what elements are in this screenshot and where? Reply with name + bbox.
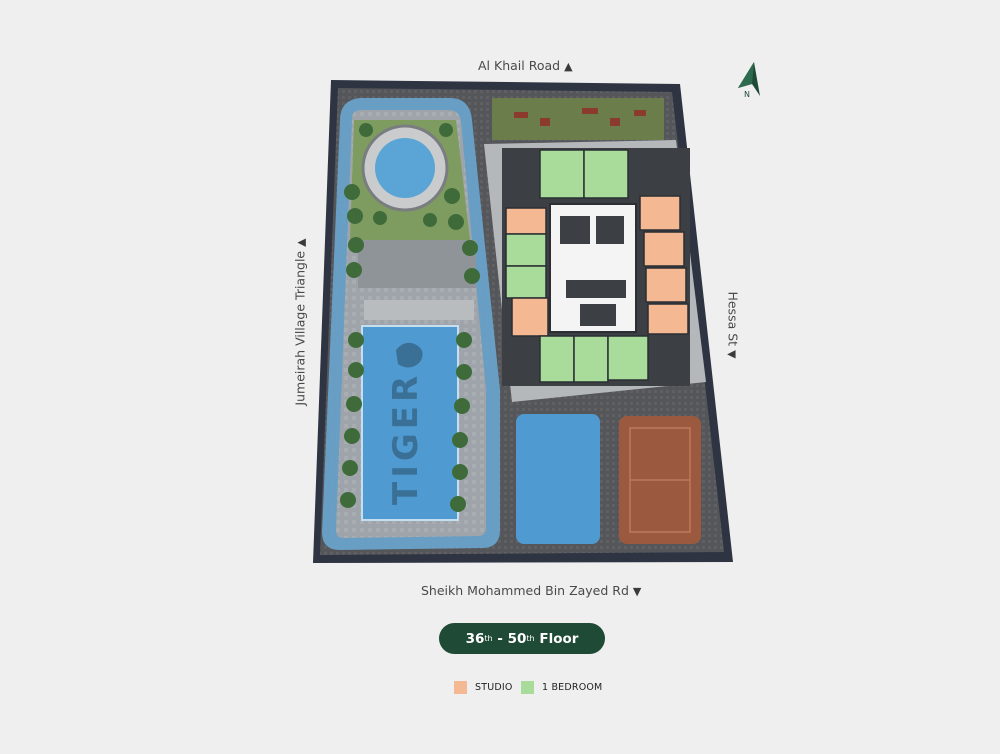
legend-swatch-studio: [454, 681, 467, 694]
road-name-south: Sheikh Mohammed Bin Zayed Rd: [421, 583, 629, 598]
legend-swatch-1-bedroom: [521, 681, 534, 694]
road-label-east: Hessa St ▼: [726, 291, 741, 358]
floor-start: 36: [465, 630, 485, 647]
lower-pool: [516, 414, 600, 544]
lounge-area: [358, 240, 476, 288]
arrow-up-icon: ▲: [564, 60, 573, 73]
floor-label: Floor: [534, 630, 579, 647]
floor-start-suffix: th: [484, 634, 493, 643]
compass-letter: N: [744, 90, 750, 99]
legend-label-1-bedroom: 1 BEDROOM: [542, 682, 603, 693]
unit-layout: [505, 149, 689, 383]
pool-logo-mark: [396, 342, 423, 368]
road-name-east: Hessa St: [725, 291, 741, 347]
road-label-south: Sheikh Mohammed Bin Zayed Rd▼: [421, 583, 641, 598]
sunbed-row: [364, 300, 474, 320]
palm-trees: [340, 123, 480, 512]
road-name-west: Jumeirah Village Triangle: [292, 250, 308, 406]
legend-item-1-bedroom: 1 BEDROOM: [521, 681, 602, 694]
road-label-north: Al Khail Road▲: [478, 58, 573, 73]
floor-end-suffix: th: [526, 634, 535, 643]
arrow-down-icon: ▼: [632, 585, 642, 598]
legend-label-studio: STUDIO: [475, 682, 513, 693]
rooftop-garden: [492, 98, 664, 140]
pool-logo-text: TIGER: [386, 372, 426, 505]
garden-planters: [514, 108, 646, 126]
floor-end: 50: [507, 630, 527, 647]
round-pool: [375, 138, 435, 198]
road-name-north: Al Khail Road: [478, 58, 561, 73]
north-compass-icon: N: [738, 62, 760, 99]
floor-separator: -: [492, 630, 508, 647]
legend-item-studio: STUDIO: [454, 681, 513, 694]
road-label-west: Jumeirah Village Triangle ▲: [293, 238, 308, 405]
arrow-down-icon: ▼: [725, 350, 739, 359]
arrow-up-icon: ▲: [294, 238, 308, 247]
